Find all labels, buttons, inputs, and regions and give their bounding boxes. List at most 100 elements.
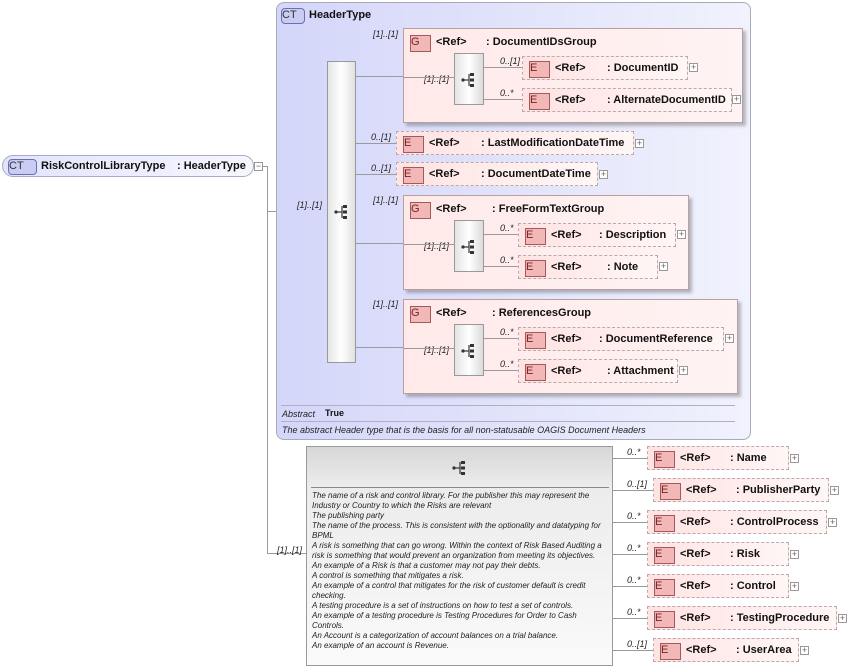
g3e1-cardinality: 0..* (500, 327, 514, 337)
x0-cardinality: 0..* (627, 447, 641, 457)
plus-icon[interactable]: + (689, 62, 698, 72)
x0-name: : Name (730, 452, 767, 464)
g2e2-cardinality: 0..* (500, 255, 514, 265)
element-badge: E (654, 611, 675, 628)
plus-icon[interactable]: + (659, 261, 668, 271)
element-document-date-time[interactable]: E <Ref> : DocumentDateTime (396, 162, 598, 186)
sequence-icon (461, 240, 474, 254)
element-last-modification-date-time[interactable]: E <Ref> : LastModificationDateTime (396, 131, 634, 155)
header-type-documentation: The abstract Header type that is the bas… (282, 425, 646, 435)
g2e1-cardinality: 0..* (500, 223, 514, 233)
element-user-area[interactable]: E <Ref> : UserArea (653, 638, 799, 662)
element-alternate-document-id[interactable]: E <Ref> : AlternateDocumentID (522, 88, 732, 112)
plus-icon[interactable]: + (635, 138, 644, 148)
plus-icon[interactable]: + (677, 229, 686, 239)
seq-line-2 (356, 143, 396, 144)
group2-cardinality: [1]..[1] (373, 195, 399, 205)
doc-line: The publishing party (312, 511, 385, 520)
plus-icon[interactable]: + (599, 169, 608, 179)
doc-line: An Account is a categorization of accoun… (312, 631, 559, 640)
group1-sequence[interactable] (454, 53, 484, 105)
seq-line-4 (356, 243, 403, 244)
group-badge: G (410, 306, 431, 323)
g1e2-ref: <Ref> (555, 94, 586, 106)
group1-cardinality: [1]..[1] (373, 29, 399, 39)
plus-icon[interactable]: + (828, 517, 837, 527)
plus-icon[interactable]: + (790, 581, 799, 591)
g1e2-cardinality: 0..* (500, 88, 514, 98)
g1e1-ref: <Ref> (555, 62, 586, 74)
g3e2-cardinality: 0..* (500, 359, 514, 369)
element-badge: E (525, 364, 546, 381)
element-badge: E (654, 515, 675, 532)
root-connector (262, 166, 268, 167)
g2e2-name: : Note (607, 261, 639, 273)
extension-sequence[interactable]: The name of a risk and control library. … (306, 446, 613, 666)
ext-line-6 (613, 650, 653, 651)
header-seq-cardinality: [1]..[1] (297, 200, 323, 210)
e-docdate-cardinality: 0..[1] (371, 163, 392, 173)
element-document-reference[interactable]: E <Ref> : DocumentReference (518, 327, 724, 351)
plus-icon[interactable]: + (838, 613, 847, 623)
root-collapse-icon[interactable]: − (254, 161, 263, 171)
group2-sequence[interactable] (454, 220, 484, 272)
plus-icon[interactable]: + (830, 485, 839, 495)
element-badge: E (403, 136, 424, 153)
element-risk[interactable]: E <Ref> : Risk (647, 542, 789, 566)
g2e1-ref: <Ref> (551, 229, 582, 241)
element-note[interactable]: E <Ref> : Note (518, 255, 658, 279)
element-testing-procedure[interactable]: E <Ref> : TestingProcedure (647, 606, 837, 630)
plus-icon[interactable]: + (800, 645, 809, 655)
plus-icon[interactable]: + (732, 94, 741, 104)
element-badge: E (654, 579, 675, 596)
group3-sequence[interactable] (454, 324, 484, 376)
x4-ref: <Ref> (680, 580, 711, 592)
element-name[interactable]: E <Ref> : Name (647, 446, 789, 470)
header-sequence-bar[interactable] (327, 61, 356, 363)
group2-name: : FreeFormTextGroup (492, 203, 605, 215)
element-document-id[interactable]: E <Ref> : DocumentID (522, 56, 688, 80)
group2-ref: <Ref> (436, 203, 467, 215)
e-docdate-name: : DocumentDateTime (481, 168, 591, 180)
ext-line-0 (613, 458, 647, 459)
group-references[interactable]: G <Ref> : ReferencesGroup [1]..[1] 0..* … (403, 299, 738, 394)
seq-line-3 (356, 174, 396, 175)
plus-icon[interactable]: + (790, 453, 799, 463)
header-type-badge: CT (281, 8, 305, 24)
seq-line-1 (356, 76, 403, 77)
element-control-process[interactable]: E <Ref> : ControlProcess (647, 510, 827, 534)
plus-icon[interactable]: + (790, 549, 799, 559)
desc-divider (311, 487, 609, 488)
group-free-form-text[interactable]: G <Ref> : FreeFormTextGroup [1]..[1] 0..… (403, 195, 689, 290)
g1-line-b (484, 67, 522, 68)
element-control[interactable]: E <Ref> : Control (647, 574, 789, 598)
doc-line: The name of the process. This is consist… (312, 521, 601, 540)
extension-documentation: The name of a risk and control library. … (312, 491, 610, 651)
g3-line-a (404, 348, 454, 349)
group-document-ids[interactable]: G <Ref> : DocumentIDsGroup [1]..[1] 0..[… (403, 28, 743, 123)
group2-inner-cardinality: [1]..[1] (424, 241, 450, 251)
doc-line: An example of an account is Revenue. (312, 641, 449, 650)
x2-name: : ControlProcess (730, 516, 819, 528)
doc-line: A control is something that mitigates a … (312, 571, 464, 580)
e-lastmod-cardinality: 0..[1] (371, 132, 392, 142)
plus-icon[interactable]: + (679, 365, 688, 375)
abstract-label: Abstract (282, 409, 316, 419)
x5-name: : TestingProcedure (730, 612, 830, 624)
x0-ref: <Ref> (680, 452, 711, 464)
plus-icon[interactable]: + (725, 333, 734, 343)
sequence-icon (452, 461, 465, 475)
element-badge: E (525, 228, 546, 245)
root-complex-type[interactable]: CT RiskControlLibraryType : HeaderType (2, 155, 254, 177)
ext-line-2 (613, 522, 647, 523)
element-attachment[interactable]: E <Ref> : Attachment (518, 359, 678, 383)
group3-inner-cardinality: [1]..[1] (424, 345, 450, 355)
x4-cardinality: 0..* (627, 575, 641, 585)
g2-line-a (404, 244, 454, 245)
element-badge: E (525, 260, 546, 277)
doc-line: An example of a Risk is that a customer … (312, 561, 541, 570)
element-description[interactable]: E <Ref> : Description (518, 223, 676, 247)
x6-ref: <Ref> (686, 644, 717, 656)
x2-ref: <Ref> (680, 516, 711, 528)
element-publisher-party[interactable]: E <Ref> : PublisherParty (653, 478, 829, 502)
